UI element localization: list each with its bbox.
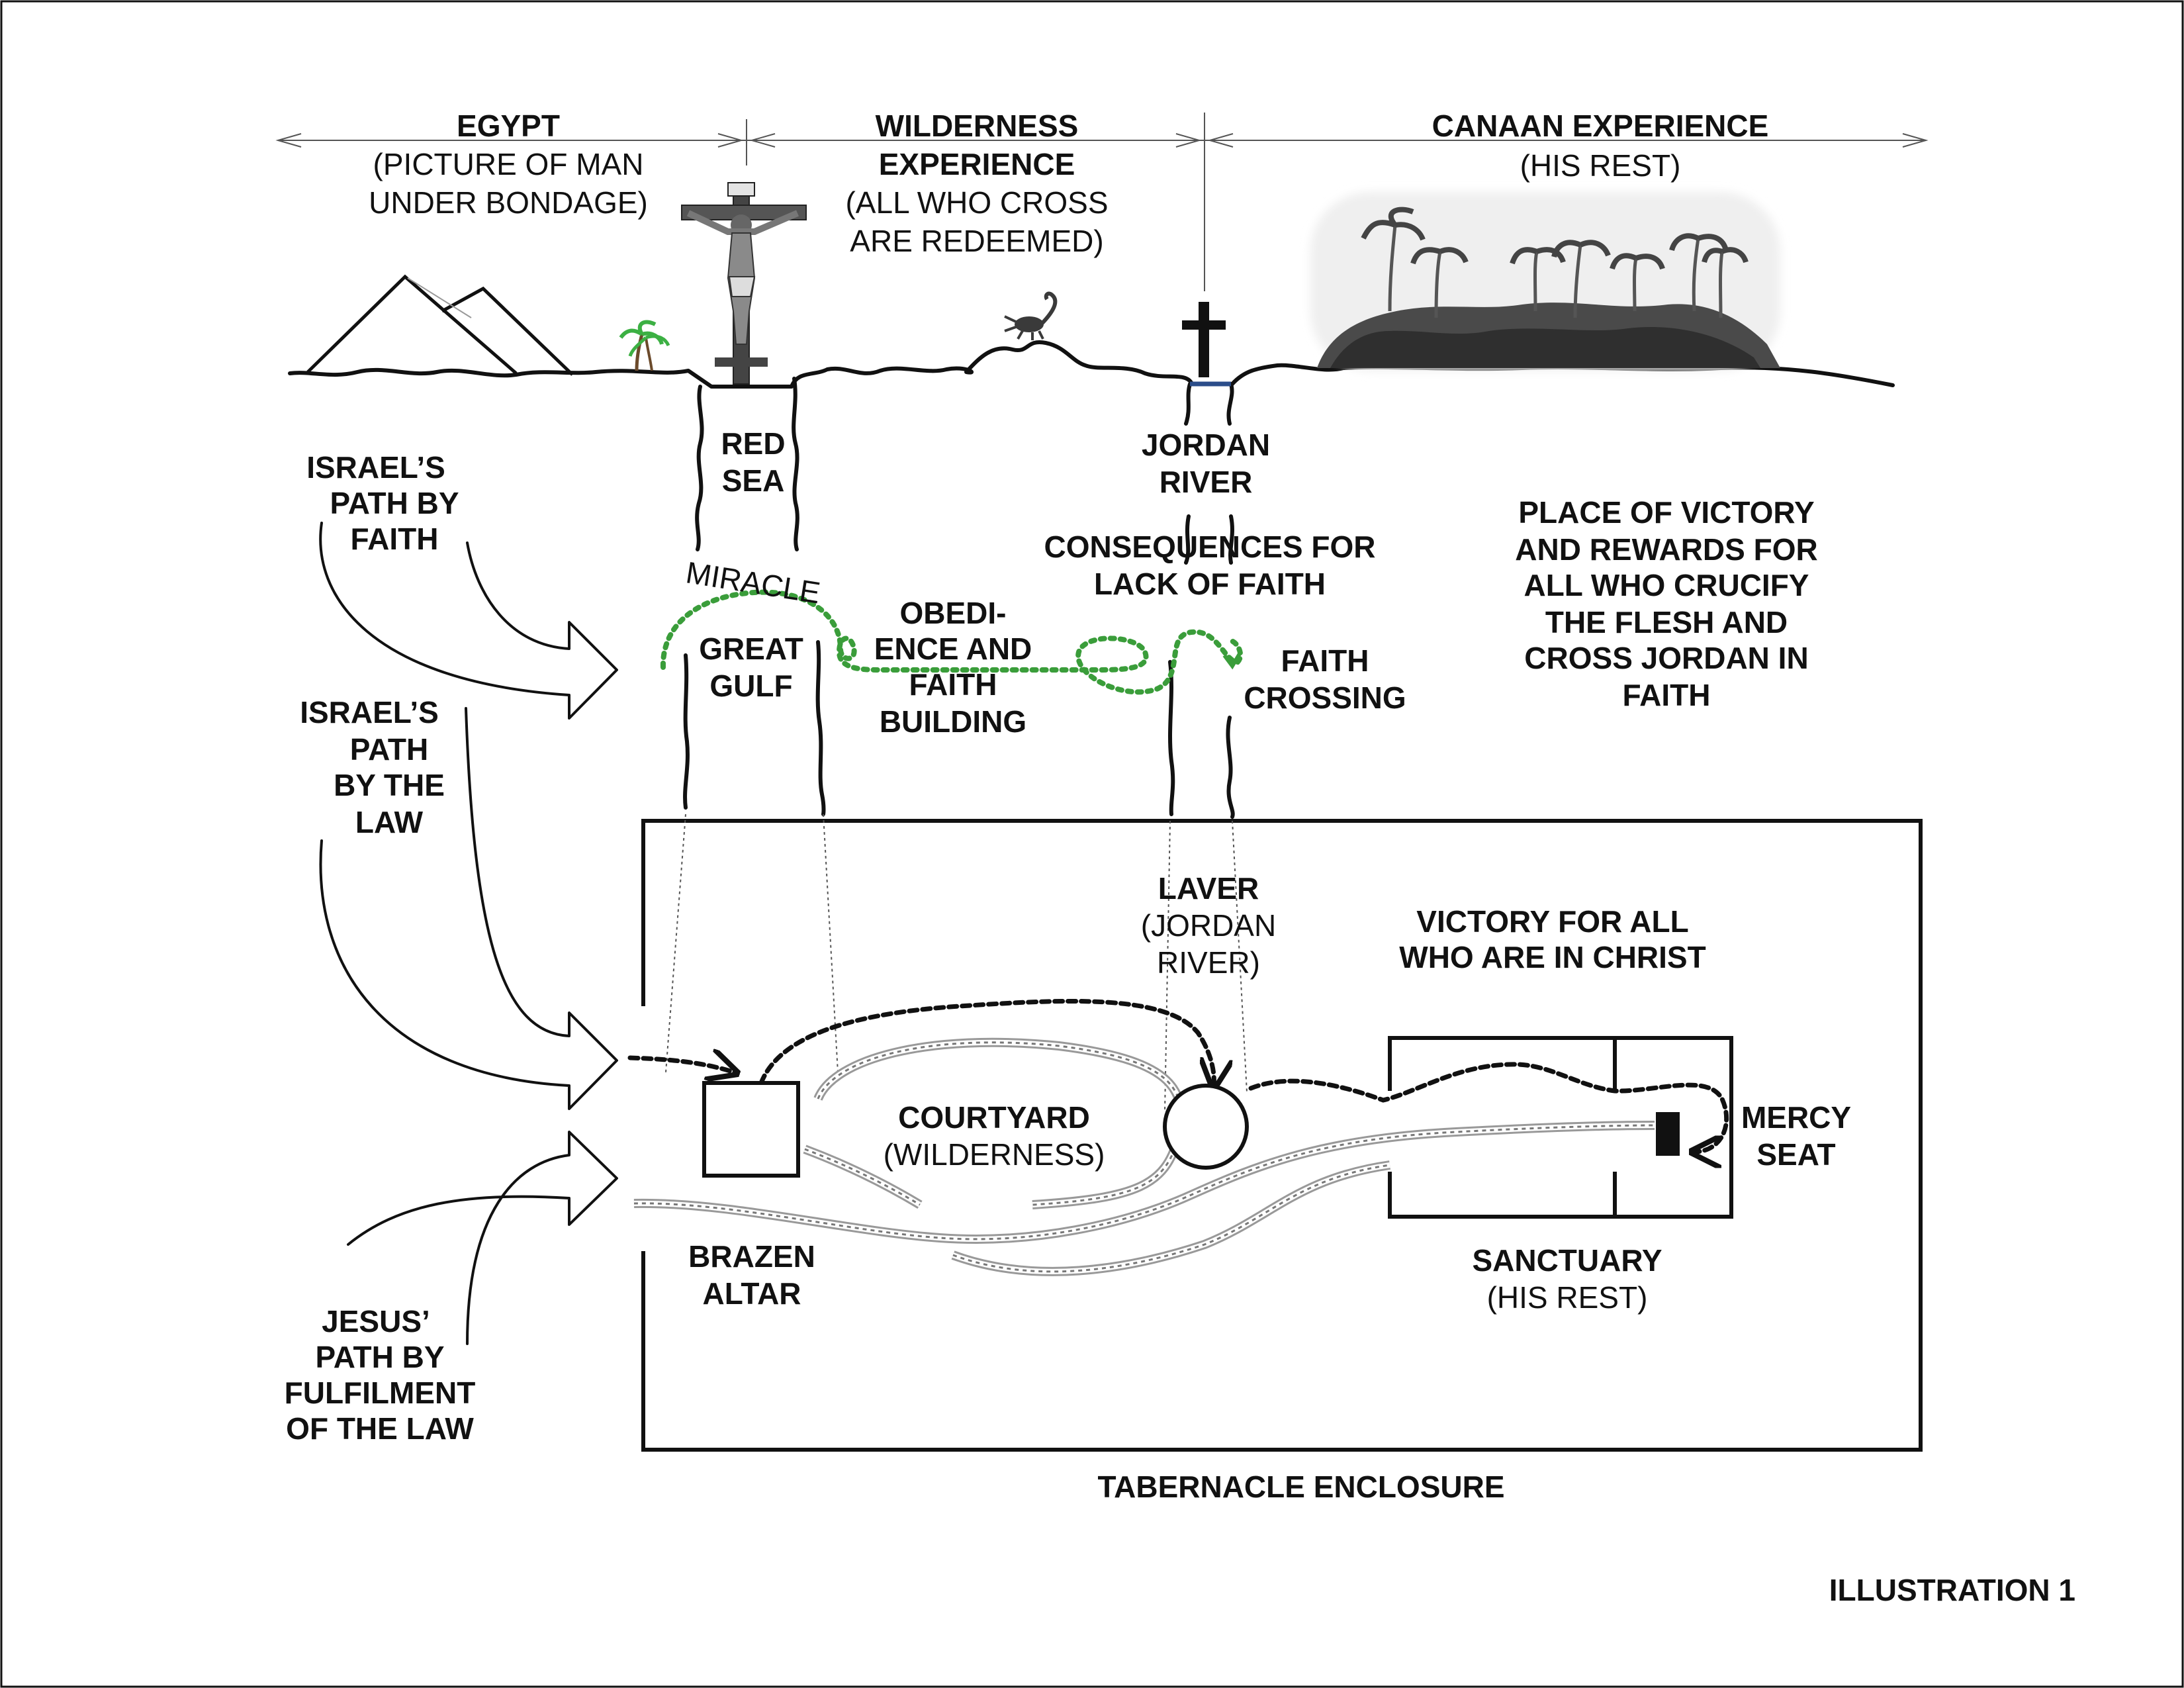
svg-text:EGYPT: EGYPT	[457, 109, 560, 143]
svg-text:CONSEQUENCES FOR: CONSEQUENCES FOR	[1044, 530, 1376, 564]
svg-text:(JORDAN: (JORDAN	[1141, 908, 1276, 943]
svg-text:EXPERIENCE: EXPERIENCE	[879, 147, 1075, 181]
svg-text:FAITH: FAITH	[1281, 643, 1369, 678]
pyramids-icon	[306, 274, 574, 376]
svg-text:JESUS’: JESUS’	[322, 1304, 430, 1338]
svg-text:OBEDI-: OBEDI-	[900, 596, 1007, 630]
svg-text:PATH BY: PATH BY	[330, 486, 459, 520]
svg-text:ISRAEL’S: ISRAEL’S	[300, 695, 439, 729]
jesus-path-arrow	[347, 1131, 618, 1345]
svg-text:(HIS REST): (HIS REST)	[1487, 1280, 1648, 1315]
sanctuary-structure	[1388, 1036, 1733, 1219]
svg-text:ISRAEL’S: ISRAEL’S	[306, 450, 445, 485]
svg-text:GULF: GULF	[709, 669, 792, 703]
law-path-arrow	[319, 707, 618, 1110]
svg-text:FAITH: FAITH	[351, 522, 439, 556]
svg-text:LAW: LAW	[355, 805, 424, 839]
faith-crossing-label: FAITH CROSSING	[1244, 643, 1406, 715]
illustration-number: ILLUSTRATION 1	[1829, 1573, 2075, 1607]
jesus-path-label: JESUS’ PATH BY FULFILMENT OF THE LAW	[285, 1304, 476, 1446]
jordan-river-label: JORDAN RIVER	[1142, 428, 1270, 499]
svg-text:JORDAN: JORDAN	[1142, 428, 1270, 462]
svg-text:CROSSING: CROSSING	[1244, 680, 1406, 715]
mercy-seat-icon	[1656, 1112, 1680, 1156]
svg-text:SEAT: SEAT	[1756, 1137, 1835, 1172]
palm-tree-icon	[619, 320, 670, 371]
red-sea-label: RED SEA	[721, 426, 785, 498]
scorpion-icon	[1004, 291, 1058, 340]
svg-text:OF THE LAW: OF THE LAW	[286, 1411, 474, 1446]
svg-text:ALTAR: ALTAR	[702, 1276, 801, 1311]
svg-text:FAITH: FAITH	[909, 667, 997, 702]
svg-text:BRAZEN: BRAZEN	[688, 1239, 815, 1274]
crucifix-icon	[681, 182, 807, 385]
svg-text:WHO ARE IN CHRIST: WHO ARE IN CHRIST	[1399, 940, 1706, 974]
brazen-altar-icon	[702, 1081, 800, 1178]
svg-text:FAITH: FAITH	[1623, 678, 1711, 712]
svg-text:MERCY: MERCY	[1741, 1100, 1851, 1135]
law-path-trace	[627, 998, 1729, 1152]
faith-path	[660, 589, 1244, 695]
svg-text:FULFILMENT: FULFILMENT	[285, 1376, 476, 1410]
obedience-label: OBEDI- ENCE AND FAITH BUILDING	[874, 596, 1032, 739]
svg-text:(HIS REST): (HIS REST)	[1520, 148, 1681, 183]
jesus-path-trace	[633, 1037, 1655, 1276]
courtyard-label: COURTYARD (WILDERNESS)	[884, 1100, 1105, 1172]
victory-in-christ-label: VICTORY FOR ALL WHO ARE IN CHRIST	[1399, 904, 1706, 974]
svg-text:COURTYARD: COURTYARD	[898, 1100, 1090, 1135]
svg-text:LAVER: LAVER	[1158, 871, 1259, 906]
laver-label: LAVER (JORDAN RIVER)	[1141, 871, 1276, 980]
cross-icon	[1182, 302, 1226, 377]
svg-text:CROSS JORDAN IN: CROSS JORDAN IN	[1524, 641, 1808, 675]
faith-path-arrowhead	[1222, 651, 1242, 670]
svg-text:AND REWARDS FOR: AND REWARDS FOR	[1515, 532, 1817, 567]
svg-text:(ALL WHO CROSS: (ALL WHO CROSS	[845, 185, 1108, 220]
consequences-label: CONSEQUENCES FOR LACK OF FAITH	[1044, 530, 1376, 601]
red-sea-walls	[683, 377, 826, 816]
svg-text:UNDER BONDAGE): UNDER BONDAGE)	[369, 185, 648, 220]
svg-text:RED: RED	[721, 426, 785, 461]
canaan-heading: CANAAN EXPERIENCE (HIS REST)	[1432, 109, 1769, 183]
svg-text:ALL WHO CRUCIFY: ALL WHO CRUCIFY	[1524, 568, 1809, 602]
svg-text:VICTORY FOR ALL: VICTORY FOR ALL	[1416, 904, 1688, 939]
victory-rewards-label: PLACE OF VICTORY AND REWARDS FOR ALL WHO…	[1515, 495, 1817, 712]
svg-text:ARE REDEEMED): ARE REDEEMED)	[850, 224, 1103, 258]
svg-text:ENCE AND: ENCE AND	[874, 632, 1032, 666]
law-path-label: ISRAEL’S PATH BY THE LAW	[300, 695, 445, 839]
wilderness-heading: WILDERNESS EXPERIENCE (ALL WHO CROSS ARE…	[845, 109, 1108, 258]
svg-text:BUILDING: BUILDING	[880, 704, 1026, 739]
svg-text:RIVER): RIVER)	[1157, 945, 1260, 980]
egypt-heading: EGYPT (PICTURE OF MAN UNDER BONDAGE)	[369, 109, 648, 220]
faith-path-arrow	[319, 522, 618, 720]
mercy-seat-label: MERCY SEAT	[1741, 1100, 1851, 1172]
brazen-altar-label: BRAZEN ALTAR	[688, 1239, 815, 1311]
great-gulf-label: GREAT GULF	[699, 632, 803, 703]
palm-grove-icon	[1310, 192, 1780, 371]
laver-icon	[1163, 1084, 1249, 1170]
svg-text:THE FLESH AND: THE FLESH AND	[1545, 605, 1788, 639]
timeline-line	[275, 113, 1929, 291]
svg-text:SEA: SEA	[722, 463, 785, 498]
sanctuary-label: SANCTUARY (HIS REST)	[1472, 1243, 1662, 1315]
svg-text:CANAAN EXPERIENCE: CANAAN EXPERIENCE	[1432, 109, 1769, 143]
svg-text:PLACE OF VICTORY: PLACE OF VICTORY	[1518, 495, 1814, 530]
tabernacle-enclosure	[641, 819, 1923, 1452]
svg-text:WILDERNESS: WILDERNESS	[876, 109, 1079, 143]
svg-text:LACK OF FAITH: LACK OF FAITH	[1094, 567, 1326, 601]
jordan-river-walls	[1168, 381, 1235, 819]
projection-lines	[665, 814, 1248, 1113]
svg-text:PATH: PATH	[350, 732, 428, 767]
svg-text:PATH BY: PATH BY	[315, 1340, 444, 1374]
svg-text:(PICTURE OF MAN: (PICTURE OF MAN	[373, 147, 644, 181]
svg-text:RIVER: RIVER	[1160, 465, 1253, 499]
svg-text:(WILDERNESS): (WILDERNESS)	[884, 1137, 1105, 1172]
tabernacle-enclosure-label: TABERNACLE ENCLOSURE	[1097, 1470, 1504, 1504]
svg-text:SANCTUARY: SANCTUARY	[1472, 1243, 1662, 1278]
svg-text:BY THE: BY THE	[334, 768, 445, 802]
faith-path-label: ISRAEL’S PATH BY FAITH	[306, 450, 459, 556]
svg-text:GREAT: GREAT	[699, 632, 803, 666]
